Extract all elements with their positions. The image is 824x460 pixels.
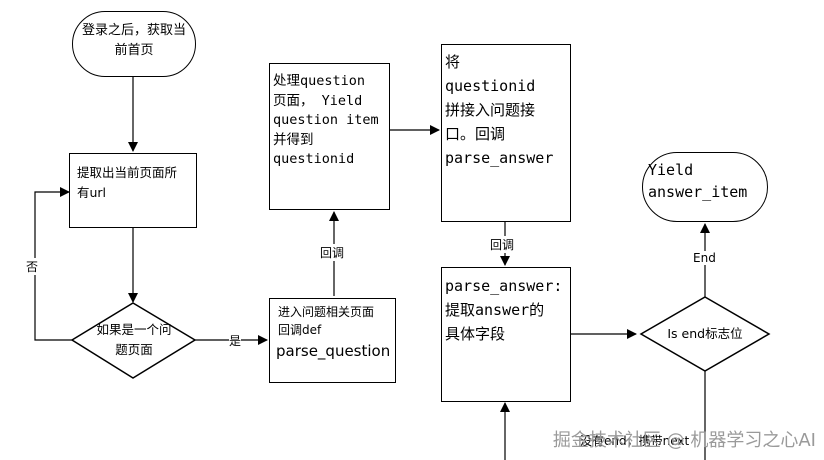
node-yield-answer: Yield answer_item xyxy=(642,152,768,222)
edge-label-no-end: 没有end，携带next xyxy=(580,434,690,448)
node-process-question: 处理question 页面， Yield question item 并得到 q… xyxy=(269,63,390,210)
edge-label-no: 否 xyxy=(26,258,39,275)
watermark: 掘金技术社区 @ 机器学习之心AI xyxy=(552,430,816,451)
edge-label-end: End xyxy=(693,251,716,265)
decision-is-end-shape xyxy=(639,296,771,372)
node-build-answer-url-label: 将 questionid 拼接入问题接 口。回调 parse_answer xyxy=(445,53,554,167)
edge-label-yes: 是 xyxy=(229,332,242,349)
decision-is-question-label: 如果是一个问 题页面 xyxy=(96,322,172,357)
node-extract-url-label: 提取出当前页面所 有url xyxy=(77,165,178,200)
decision-is-end-label: Is end标志位 xyxy=(667,326,743,341)
node-enter-question: 进入问题相关页面 回调def parse_question xyxy=(269,298,396,383)
edge-decision-no-loop xyxy=(34,187,72,341)
edge-label-callback-down: 回调 xyxy=(490,236,515,253)
node-enter-question-line2: 回调def xyxy=(278,323,322,337)
node-parse-answer-label: parse_answer: 提取answer的 具体字段 xyxy=(445,277,563,343)
node-enter-question-line3: parse_question xyxy=(276,342,391,360)
node-build-answer-url: 将 questionid 拼接入问题接 口。回调 parse_answer xyxy=(441,44,571,222)
decision-is-question-shape xyxy=(70,302,197,379)
node-yield-answer-label: Yield answer_item xyxy=(648,161,748,201)
node-process-question-label: 处理question 页面， Yield question item 并得到 q… xyxy=(273,73,379,167)
node-start: 登录之后，获取当 前首页 xyxy=(72,11,196,77)
edge-label-callback-up: 回调 xyxy=(320,244,345,261)
node-enter-question-line1: 进入问题相关页面 xyxy=(278,305,375,319)
node-extract-url: 提取出当前页面所 有url xyxy=(69,153,197,228)
node-start-label: 登录之后，获取当 前首页 xyxy=(81,23,186,58)
node-parse-answer: parse_answer: 提取answer的 具体字段 xyxy=(441,267,571,402)
